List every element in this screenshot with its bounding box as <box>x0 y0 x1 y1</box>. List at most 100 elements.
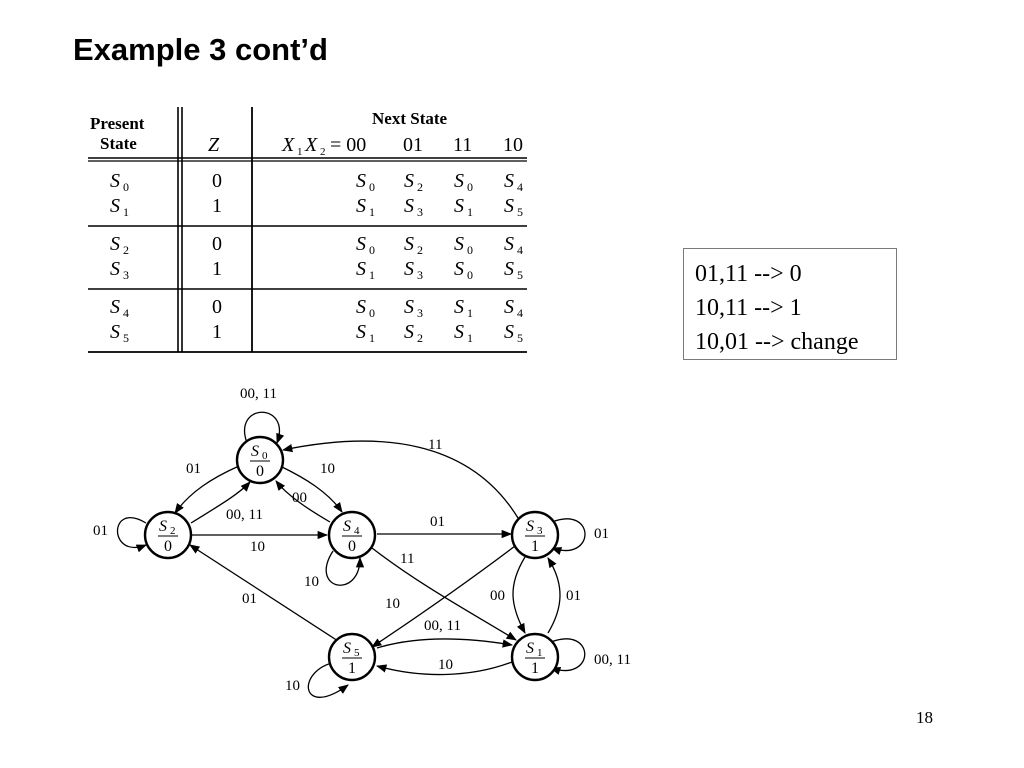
node-state-subscript: 1 <box>537 647 543 659</box>
state-subscript: 3 <box>417 268 423 282</box>
edge-s0-to-s2 <box>174 465 240 514</box>
edge-s1-to-s3 <box>547 557 561 634</box>
mapping-line-1: 01,11 --> 0 <box>695 261 802 287</box>
z-header: Z <box>208 134 220 156</box>
label-s4-s1: 11 <box>400 551 414 567</box>
state-letter: S <box>454 170 464 192</box>
edge-s0-to-s4 <box>279 465 343 513</box>
label-s0-s4: 10 <box>320 461 335 477</box>
state-subscript: 1 <box>123 205 129 219</box>
label-s2-self: 01 <box>93 523 108 539</box>
table-grid <box>88 107 527 353</box>
state-subscript: 5 <box>123 331 129 345</box>
edge-s1-to-s5 <box>375 661 513 676</box>
label-s4-self: 10 <box>304 574 319 590</box>
mapping-line-3: 10,01 --> change <box>695 329 859 355</box>
state-subscript: 1 <box>369 205 375 219</box>
state-letter: S <box>454 195 464 217</box>
state-subscript: 5 <box>517 331 523 345</box>
node-output: 0 <box>348 538 356 555</box>
state-subscript: 2 <box>417 331 423 345</box>
state-subscript: 1 <box>467 331 473 345</box>
output-z-cell: 0 <box>212 170 222 192</box>
label-s5-s1: 00, 11 <box>424 618 461 634</box>
node-state-subscript: 4 <box>354 525 360 537</box>
state-subscript: 4 <box>517 180 523 194</box>
node-state-subscript: 2 <box>170 525 176 537</box>
state-subscript: 4 <box>517 306 523 320</box>
state-letter: S <box>356 321 366 343</box>
node-output: 1 <box>531 660 539 677</box>
edge-labels: 00, 11 11 01 10 00 01 00, 11 10 01 01 11… <box>93 386 631 694</box>
state-subscript: 5 <box>517 268 523 282</box>
state-subscript: 3 <box>417 205 423 219</box>
label-s3-self: 01 <box>594 526 609 542</box>
state-letter: S <box>356 195 366 217</box>
label-s5-s2: 01 <box>242 591 257 607</box>
label-s0-s3: 11 <box>428 437 442 453</box>
edge-s3-to-s5 <box>371 545 516 648</box>
output-z-cell: 0 <box>212 296 222 318</box>
state-letter: S <box>110 321 120 343</box>
state-subscript: 1 <box>369 268 375 282</box>
edge-s2-self-loop <box>117 517 147 553</box>
node-state-letter: S <box>526 640 534 657</box>
edge-s3-to-s0 <box>281 440 519 519</box>
state-letter: S <box>110 258 120 280</box>
state-subscript: 4 <box>517 243 523 257</box>
label-s1-self: 00, 11 <box>594 652 631 668</box>
edge-s4-to-s0 <box>275 480 331 523</box>
state-letter: S <box>110 195 120 217</box>
state-letter: S <box>454 296 464 318</box>
state-letter: S <box>356 258 366 280</box>
output-z-cell: 1 <box>212 321 222 343</box>
node-state-subscript: 5 <box>354 647 360 659</box>
state-letter: S <box>110 170 120 192</box>
label-s0-self: 00, 11 <box>240 386 277 402</box>
node-output: 0 <box>164 538 172 555</box>
state-diagram <box>117 411 586 698</box>
state-subscript: 1 <box>369 331 375 345</box>
state-subscript: 0 <box>123 180 129 194</box>
label-s1-s3: 01 <box>566 588 581 604</box>
label-s2-s4: 10 <box>250 539 265 555</box>
x1-var: X <box>281 134 295 156</box>
state-subscript: 0 <box>369 243 375 257</box>
state-letter: S <box>356 170 366 192</box>
input-10-label: 10 <box>503 134 523 156</box>
edge-s2-to-s0 <box>190 481 251 524</box>
output-z-cell: 1 <box>212 195 222 217</box>
output-z-cell: 0 <box>212 233 222 255</box>
state-subscript: 0 <box>369 180 375 194</box>
label-s3-s5: 10 <box>385 596 400 612</box>
